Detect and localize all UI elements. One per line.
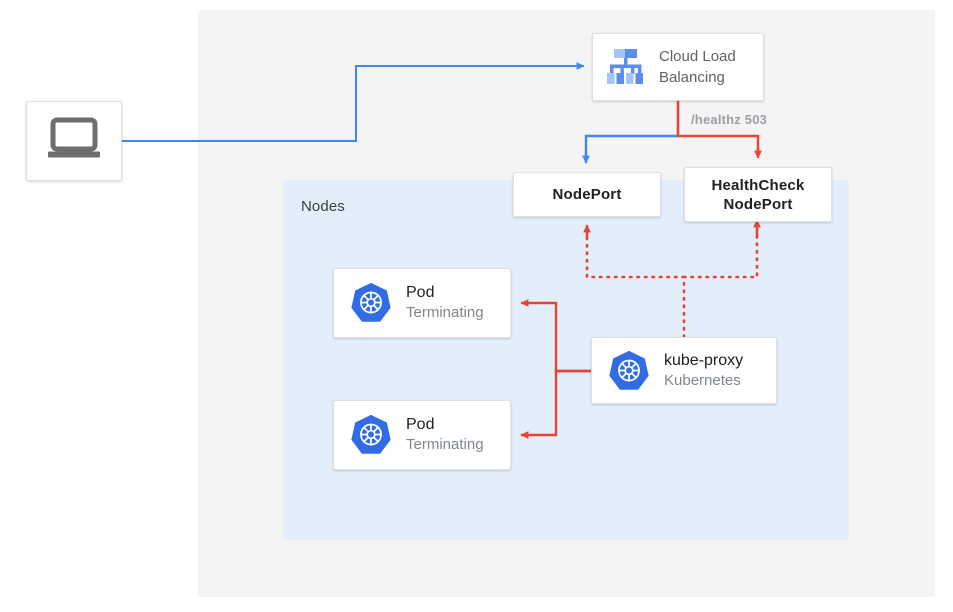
clb-label-line-1: Cloud Load — [659, 48, 736, 65]
cloud-load-balancing-icon — [603, 47, 649, 87]
kube-proxy-title: kube-proxy — [664, 351, 744, 369]
healthcheck-nodeport-line-2: NodePort — [723, 195, 793, 213]
pod-1-title: Pod — [406, 284, 435, 301]
pod-1-status: Terminating — [406, 304, 484, 321]
nodeport-node[interactable]: NodePort — [513, 172, 661, 217]
pod-2-title: Pod — [406, 416, 435, 433]
client-node[interactable] — [26, 101, 122, 181]
cloud-load-balancing-label: Cloud Load Balancing — [659, 46, 736, 88]
kubernetes-icon — [606, 348, 652, 394]
healthcheck-nodeport-node[interactable]: HealthCheck NodePort — [684, 167, 832, 222]
kube-proxy-text: kube-proxy Kubernetes — [664, 351, 743, 391]
healthcheck-nodeport-line-1: HealthCheck — [711, 176, 805, 194]
nodeport-label: NodePort — [552, 186, 622, 203]
pod-node-2[interactable]: Pod Terminating — [333, 400, 511, 470]
pod-2-status: Terminating — [406, 436, 484, 453]
kube-proxy-node[interactable]: kube-proxy Kubernetes — [591, 337, 777, 404]
pod-2-text: Pod Terminating — [406, 415, 484, 455]
clb-label-line-2: Balancing — [659, 69, 725, 86]
kubernetes-icon — [348, 412, 394, 458]
kubernetes-icon — [348, 280, 394, 326]
cloud-load-balancing-node[interactable]: Cloud Load Balancing — [592, 33, 764, 101]
kube-proxy-subtitle: Kubernetes — [664, 371, 741, 389]
pod-node-1[interactable]: Pod Terminating — [333, 268, 511, 338]
healthcheck-nodeport-label: HealthCheck NodePort — [711, 176, 804, 214]
pod-1-text: Pod Terminating — [406, 283, 484, 323]
healthz-status-label: /healthz 503 — [691, 112, 768, 127]
nodes-region-label: Nodes — [301, 198, 345, 215]
laptop-icon — [46, 117, 102, 166]
